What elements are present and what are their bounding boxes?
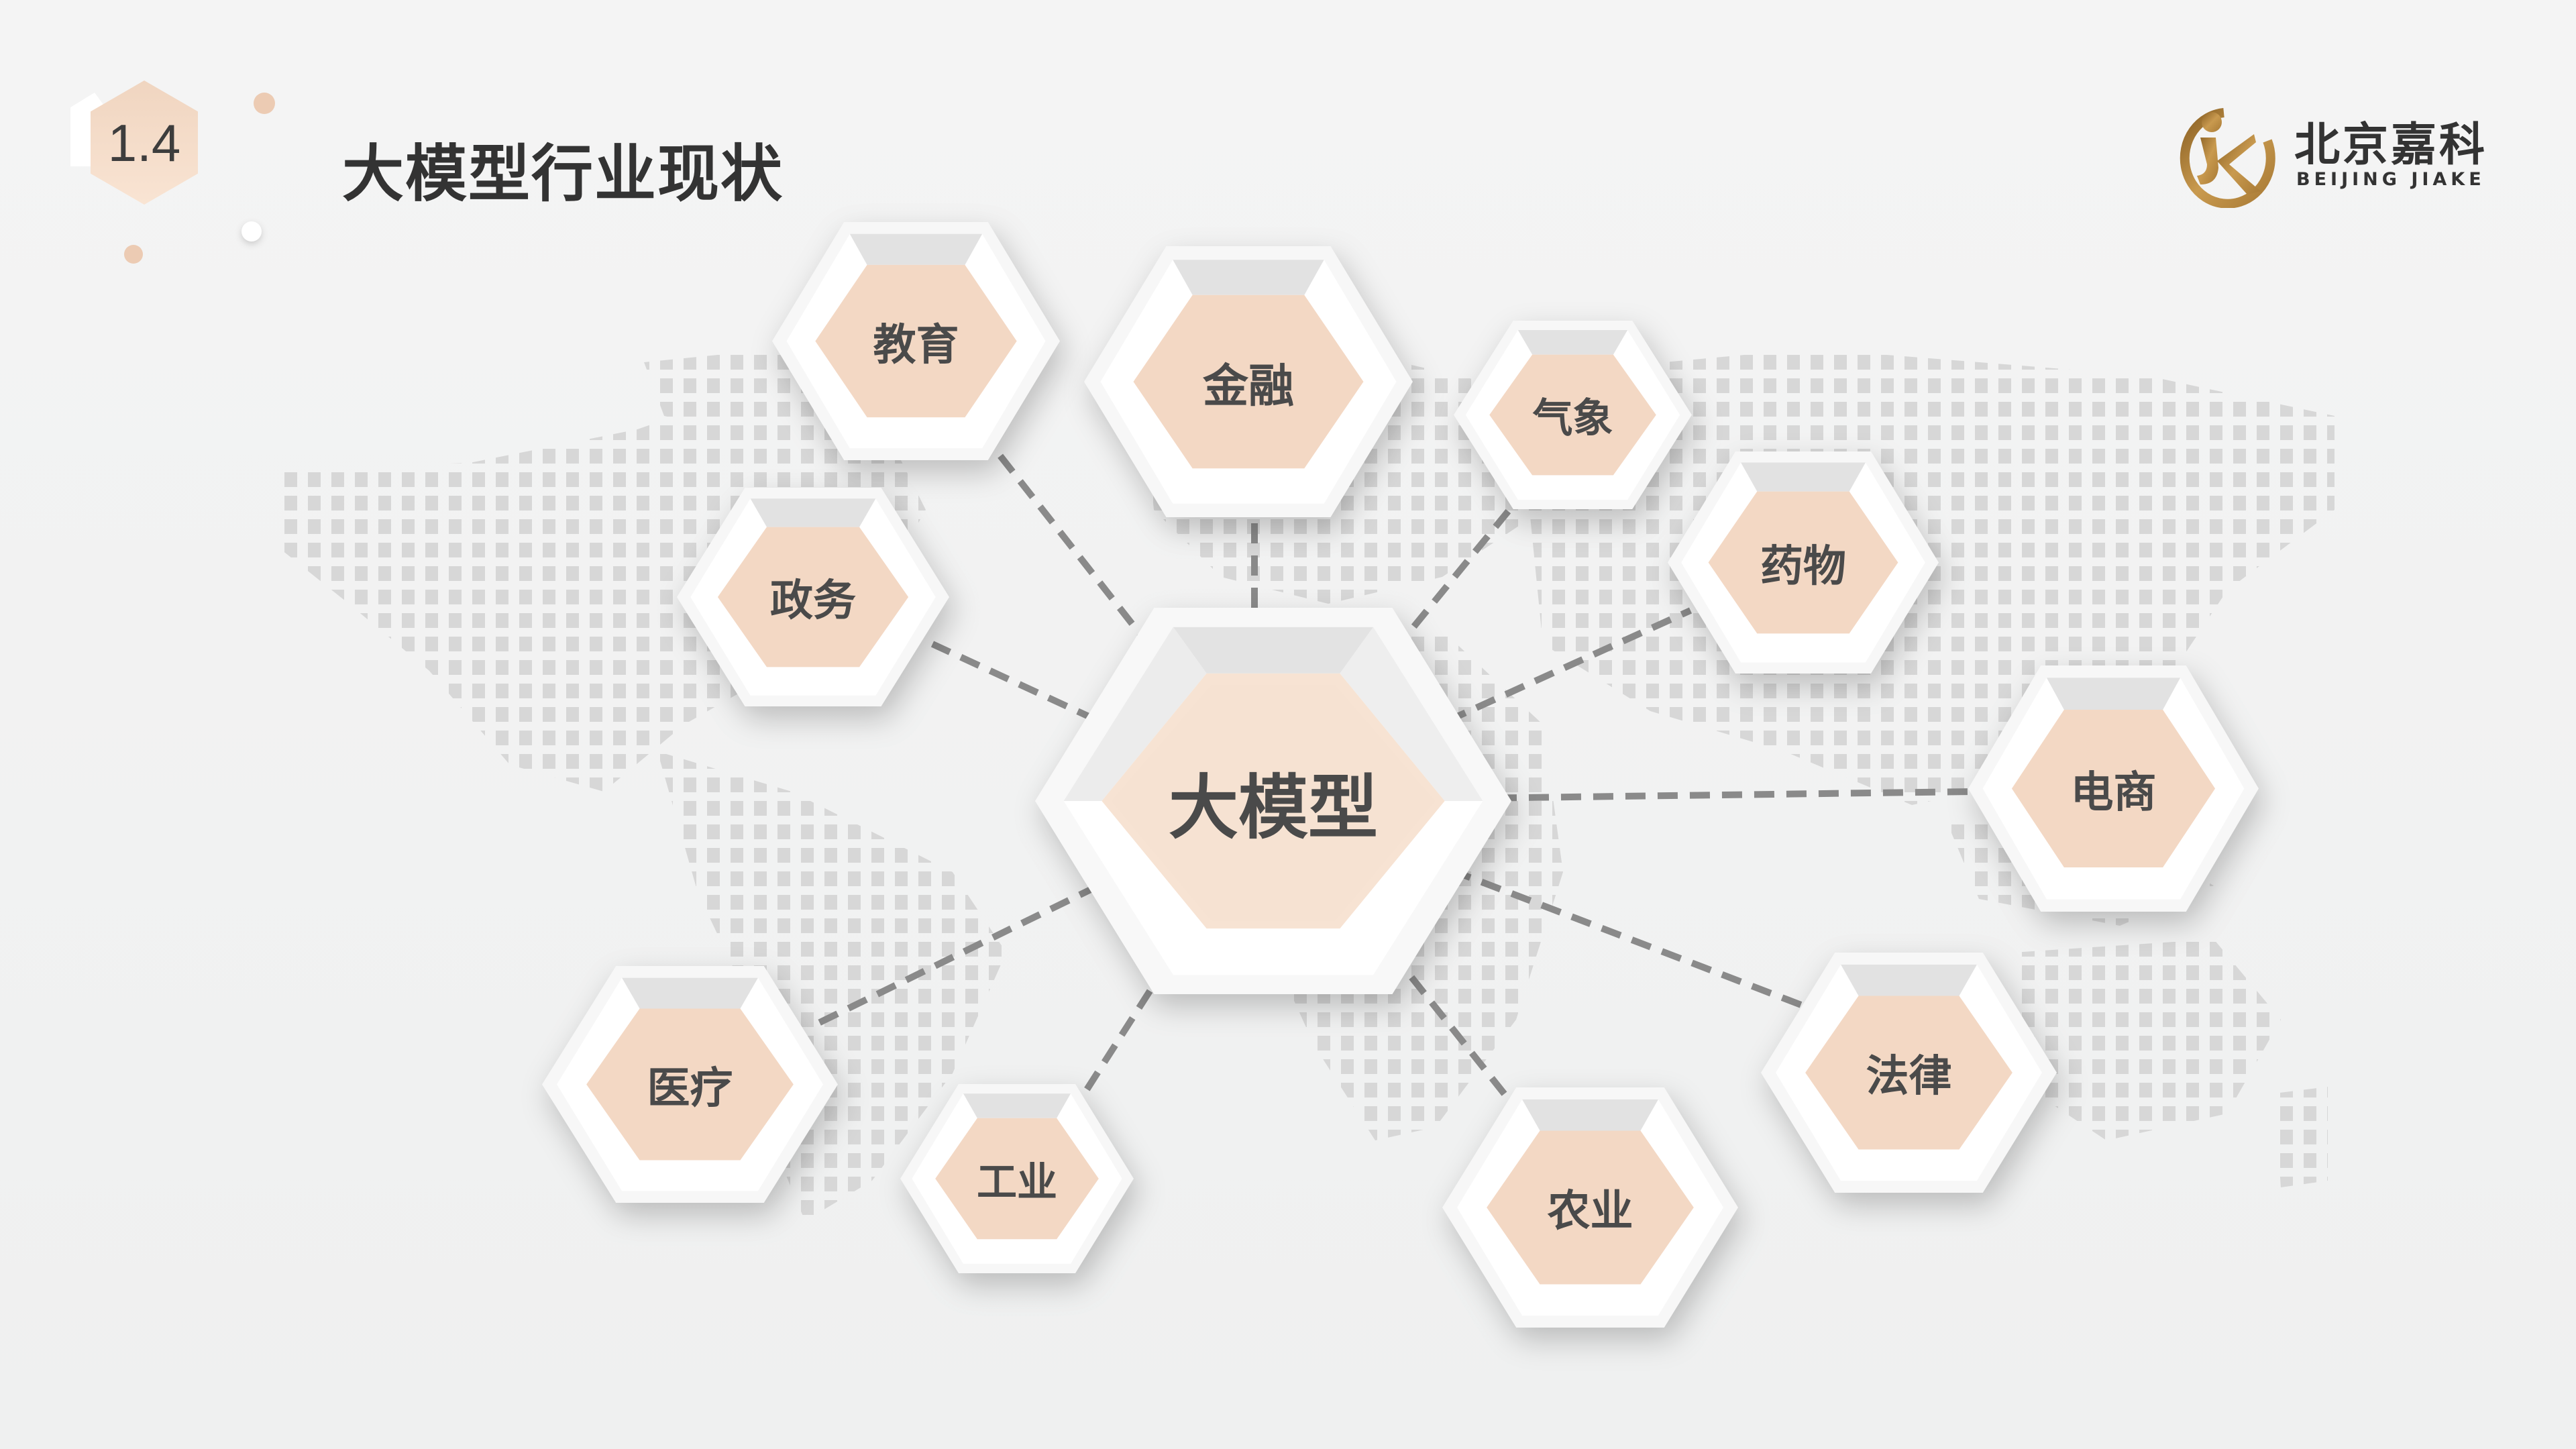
section-badge: 1.4 (70, 80, 218, 215)
node-finance[interactable]: 金融 (1084, 246, 1413, 517)
hexagon-frame-icon (1035, 608, 1511, 994)
section-number: 1.4 (107, 113, 181, 172)
company-logo: 北京嘉科 BEIJING JIAKE (2177, 101, 2499, 208)
node-label: 政务 (770, 576, 856, 626)
hexagon-frame-icon (542, 966, 838, 1203)
hexagon-frame-icon (1442, 1087, 1738, 1328)
node-law[interactable]: 法律 (1761, 953, 2057, 1193)
node-medical[interactable]: 医疗 (542, 966, 838, 1203)
logo-name-cn: 北京嘉科 (2294, 119, 2488, 172)
hexagon-frame-icon (1084, 246, 1413, 517)
node-label: 教育 (873, 320, 959, 370)
node-agriculture[interactable]: 农业 (1442, 1087, 1738, 1328)
hexagon-frame-icon (1454, 321, 1692, 509)
node-label: 医疗 (647, 1063, 733, 1114)
hexagon-frame-icon (1968, 665, 2259, 912)
hexagon-frame-icon (772, 222, 1060, 460)
node-education[interactable]: 教育 (772, 222, 1060, 460)
hexagon-frame-icon (1761, 953, 2057, 1193)
node-label: 农业 (1547, 1187, 1633, 1236)
node-label: 金融 (1202, 360, 1294, 413)
node-pharma[interactable]: 药物 (1668, 451, 1939, 674)
center-hexagon: 大模型 (1035, 608, 1511, 994)
node-label: 工业 (977, 1159, 1057, 1206)
node-meteorology[interactable]: 气象 (1454, 321, 1692, 509)
page-title: 大模型行业现状 (342, 138, 784, 210)
logo-name-en: BEIJING JIAKE (2296, 169, 2485, 190)
decor-dot (124, 245, 143, 264)
node-label: 电商 (2070, 767, 2157, 818)
hexagon-frame-icon (677, 488, 949, 706)
node-label: 法律 (1866, 1052, 1952, 1102)
hexagon-frame-icon (1668, 451, 1939, 674)
center-label: 大模型 (1168, 766, 1378, 849)
decor-dot (254, 93, 275, 114)
node-label: 药物 (1760, 541, 1846, 592)
hexagon-frame-icon (900, 1084, 1134, 1273)
node-ecommerce[interactable]: 电商 (1968, 665, 2259, 912)
decor-dot (241, 221, 262, 241)
node-government[interactable]: 政务 (677, 488, 949, 706)
jiake-logo-icon (2180, 108, 2275, 208)
node-label: 气象 (1532, 395, 1613, 442)
node-industry[interactable]: 工业 (900, 1084, 1134, 1273)
